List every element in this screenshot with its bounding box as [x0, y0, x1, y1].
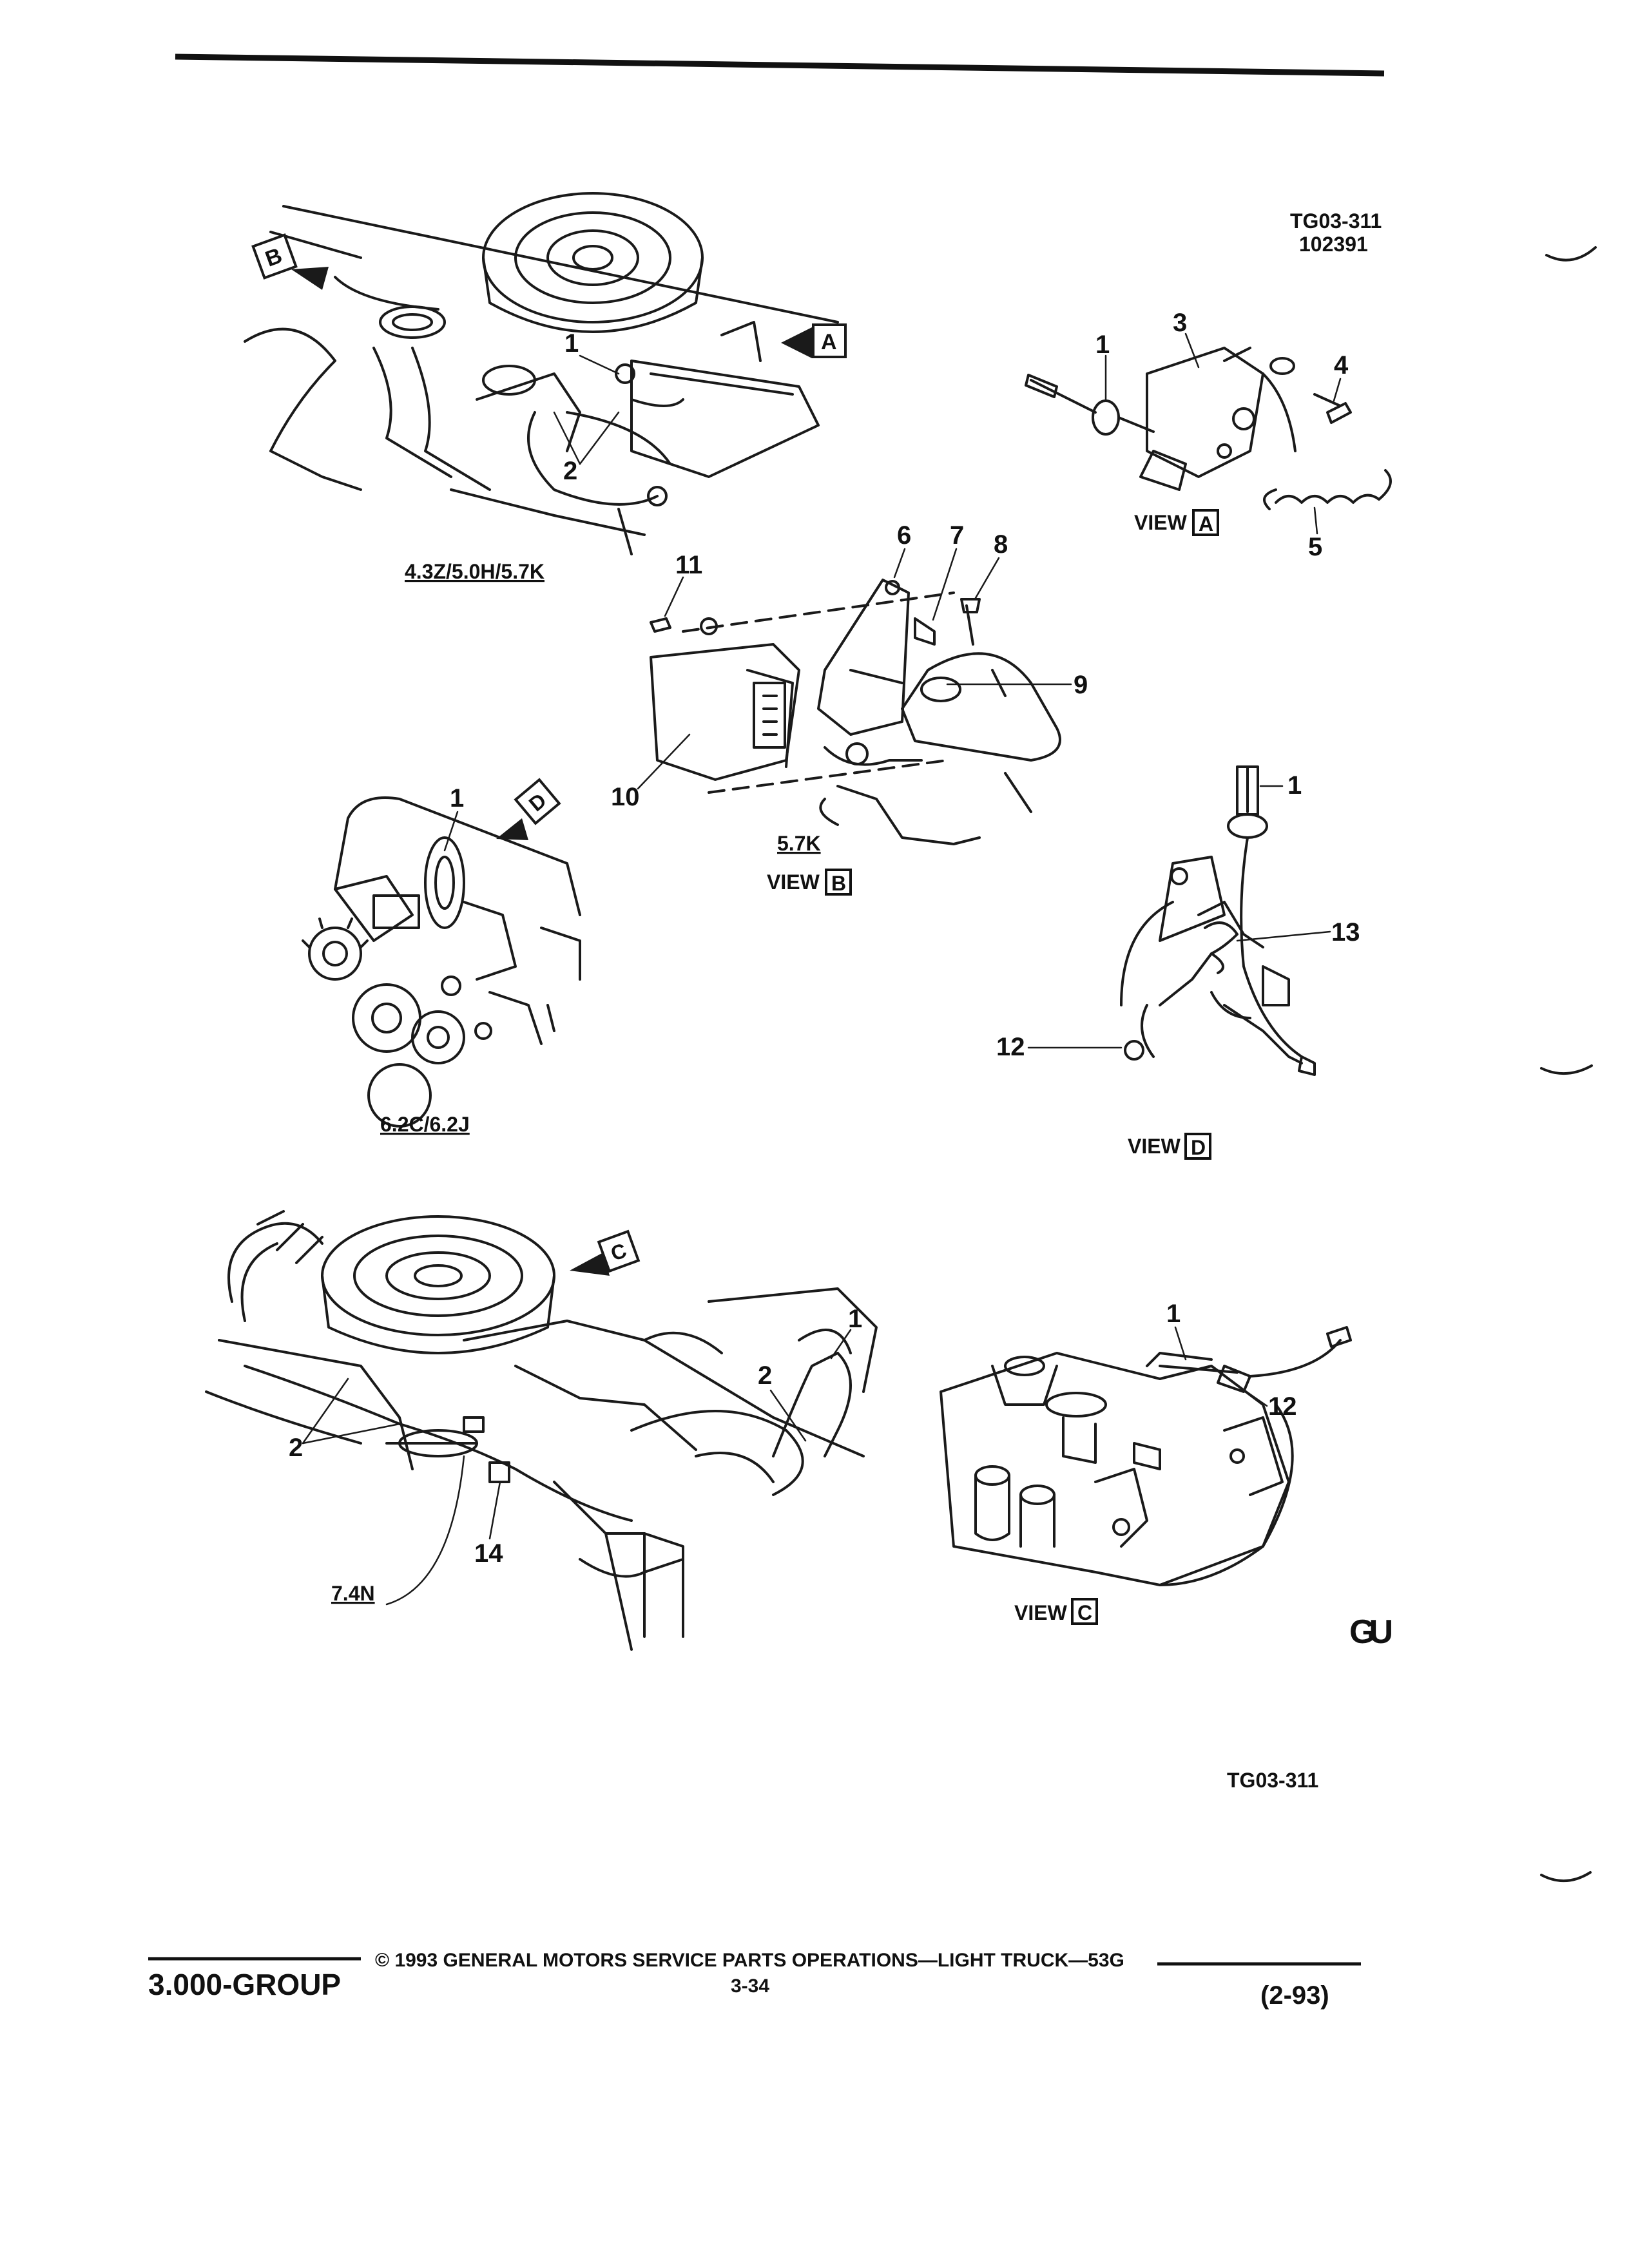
binder-mark [1545, 246, 1597, 262]
view-c-caption: VIEW [1014, 1601, 1068, 1624]
view-b-callout-10: 10 [611, 783, 640, 811]
engine-7-4-illustration [205, 1210, 878, 1651]
footer-page: 3-34 [731, 1975, 769, 1997]
caption-6-2: 6.2C/6.2J [380, 1113, 470, 1136]
footer-group: 3.000-GROUP [148, 1968, 341, 2001]
callout-2: 2 [563, 457, 577, 485]
view-b-caption: VIEW [767, 870, 820, 894]
view-d-callout-13: 13 [1331, 918, 1360, 947]
view-d-callout-1: 1 [1287, 771, 1302, 800]
view-c-callout-12: 12 [1268, 1392, 1297, 1421]
binder-mark [1540, 1871, 1592, 1882]
view-b-callout-7: 7 [950, 521, 964, 550]
engine-6-2-illustration [302, 796, 581, 1128]
engine-7-4-callout-2b: 2 [289, 1434, 303, 1462]
footer-date: (2-93) [1260, 1981, 1329, 2010]
view-b-arrow: B [251, 233, 329, 290]
engine-7-4-callout-1: 1 [848, 1305, 862, 1333]
view-b-model: 5.7K [777, 832, 821, 855]
view-a-callout-5: 5 [1308, 533, 1322, 561]
engine-6-2-callout-1: 1 [450, 784, 464, 812]
view-d-letter: D [1191, 1136, 1206, 1159]
bottom-drawing-id: TG03-311 [1227, 1769, 1318, 1792]
view-c-callout-1: 1 [1166, 1300, 1181, 1328]
view-b-letter: B [831, 872, 846, 895]
view-a-callout-3: 3 [1173, 309, 1187, 337]
view-a-arrow: A [781, 323, 847, 358]
drawing-id: TG03-311 [1290, 209, 1382, 233]
view-b-callout-6: 6 [897, 521, 911, 550]
view-b-illustration [650, 579, 1061, 845]
caption-7-4: 7.4N [331, 1582, 375, 1605]
binder-mark [1540, 1064, 1593, 1075]
view-b-callout-8: 8 [994, 530, 1008, 559]
engine-7-4-callout-2a: 2 [758, 1361, 772, 1390]
caption-4-3: 4.3Z/5.0H/5.7K [405, 560, 545, 583]
view-d-caption: VIEW [1128, 1135, 1181, 1158]
view-d-callout-12: 12 [996, 1033, 1025, 1061]
header-rule [175, 53, 1385, 77]
engine-4-3-illustration [244, 192, 839, 555]
view-b-callout-11: 11 [675, 551, 702, 579]
view-c-arrow: C [570, 1229, 641, 1276]
view-a-callout-4: 4 [1334, 351, 1349, 380]
view-a-letter: A [1199, 512, 1213, 535]
view-a-caption: VIEW [1134, 511, 1188, 534]
gm-logo-mark: GU [1349, 1613, 1391, 1651]
engine-7-4-callout-14: 14 [474, 1539, 503, 1568]
callout-1: 1 [564, 329, 579, 358]
svg-text:A: A [821, 330, 837, 354]
view-d-illustration [1120, 765, 1316, 1076]
view-c-letter: C [1077, 1601, 1092, 1624]
view-b-callout-9: 9 [1074, 671, 1088, 699]
footer-copyright: © 1993 GENERAL MOTORS SERVICE PARTS OPER… [375, 1950, 1124, 1971]
view-c-illustration [940, 1326, 1352, 1586]
drawing-date: 102391 [1299, 233, 1368, 256]
view-a-callout-1: 1 [1095, 331, 1110, 359]
view-d-arrow: D [496, 778, 561, 840]
